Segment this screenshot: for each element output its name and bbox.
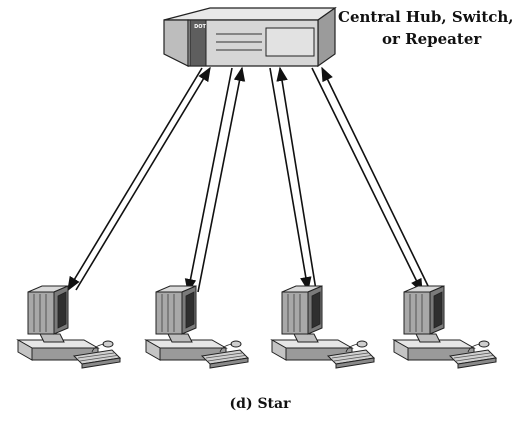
link-3-uplink <box>276 66 317 291</box>
figure-caption: (d) Star <box>229 396 291 412</box>
computer-3 <box>271 285 375 369</box>
hub-port-panel <box>265 27 315 57</box>
link-1-downlink <box>67 67 203 292</box>
computer-1 <box>17 285 121 369</box>
link-3-downlink <box>269 67 312 292</box>
link-2-uplink <box>197 66 246 293</box>
link-4-downlink <box>311 67 423 294</box>
hub-label-line2: or Repeater <box>382 30 482 48</box>
hub-device <box>163 6 337 68</box>
computer-2 <box>145 285 249 369</box>
computer-4 <box>393 285 497 369</box>
links <box>67 66 431 294</box>
link-4-uplink <box>321 66 431 291</box>
link-1-uplink <box>75 66 211 291</box>
hub-label-line1: Central Hub, Switch, <box>338 8 514 26</box>
hub-badge-panel <box>189 19 207 67</box>
hub-badge-text: DOT <box>194 24 206 30</box>
link-2-downlink <box>184 67 233 294</box>
